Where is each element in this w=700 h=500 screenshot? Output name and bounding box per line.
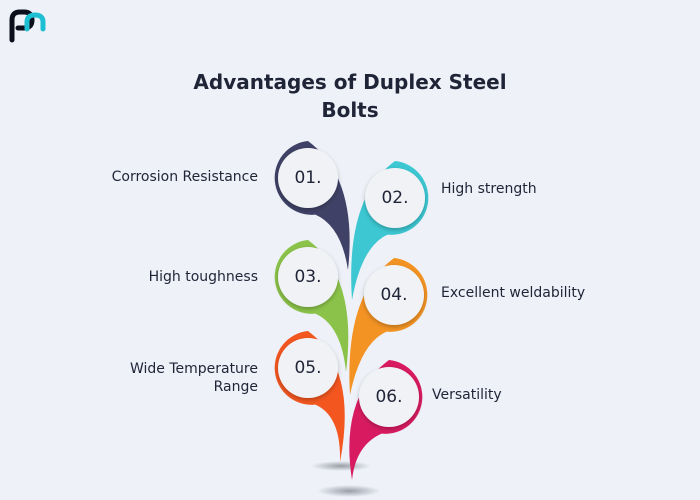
pin-number-disc — [365, 168, 425, 228]
ground-shadow-left — [311, 461, 371, 471]
label-wide-temperature-range: Wide Temperature Range — [88, 360, 258, 396]
pin-number-label: 01. — [294, 168, 321, 188]
pin-number-label: 05. — [294, 358, 321, 378]
pin-wide-temperature-range: 05. — [274, 331, 345, 462]
title-line-2: Bolts — [321, 98, 379, 122]
pin-excellent-weldability: 04. — [349, 258, 428, 395]
pin-number-label: 03. — [294, 267, 321, 287]
label-line: Wide Temperature — [129, 361, 258, 377]
pin-number-disc — [359, 367, 419, 427]
pin-number-label: 06. — [375, 387, 402, 407]
pin-high-strength: 02. — [351, 161, 429, 300]
pin-corrosion-resistance: 01. — [274, 141, 350, 270]
pin-number-label: 04. — [380, 285, 407, 305]
label-excellent-weldability: Excellent weldability — [441, 285, 586, 301]
pin-number-disc — [278, 338, 338, 398]
pin-number-label: 02. — [381, 188, 408, 208]
ground-shadow-right — [317, 485, 381, 497]
label-high-toughness: High toughness — [148, 269, 258, 285]
label-versatility: Versatility — [432, 387, 502, 403]
label-corrosion-resistance: Corrosion Resistance — [111, 169, 258, 185]
pin-high-toughness: 03. — [274, 240, 349, 372]
pin-versatility: 06. — [349, 360, 423, 480]
brand-logo-icon — [9, 9, 46, 43]
pin-number-disc — [364, 265, 424, 325]
label-high-strength: High strength — [441, 181, 537, 197]
pin-number-disc — [278, 148, 338, 208]
pin-number-disc — [278, 247, 338, 307]
title-line-1: Advantages of Duplex Steel — [193, 70, 507, 94]
label-line: Range — [213, 379, 258, 395]
diagram-title: Advantages of Duplex Steel Bolts — [150, 68, 550, 124]
